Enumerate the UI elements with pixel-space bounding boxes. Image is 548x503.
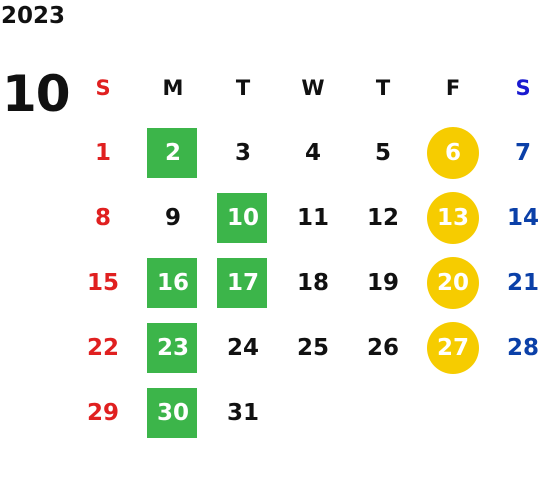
calendar-day[interactable]: 28: [488, 315, 548, 380]
day-number: 13: [436, 204, 469, 231]
day-number: 28: [506, 334, 539, 361]
calendar-day[interactable]: 31: [208, 380, 278, 445]
day-number: 5: [374, 139, 391, 166]
day-number: 2: [164, 139, 181, 166]
calendar-day[interactable]: 9: [138, 185, 208, 250]
weekday-header-sun: S: [68, 55, 138, 120]
day-number: 22: [86, 334, 119, 361]
calendar-day[interactable]: 24: [208, 315, 278, 380]
day-number: 30: [156, 399, 189, 426]
calendar-day[interactable]: 17: [208, 250, 278, 315]
day-number: 12: [366, 204, 399, 231]
calendar-day[interactable]: 21: [488, 250, 548, 315]
weekday-header-wed: W: [278, 55, 348, 120]
calendar-day[interactable]: 22: [68, 315, 138, 380]
day-number: 10: [226, 204, 259, 231]
calendar-day[interactable]: 3: [208, 120, 278, 185]
calendar-day[interactable]: 2: [138, 120, 208, 185]
calendar-day[interactable]: 5: [348, 120, 418, 185]
calendar-day[interactable]: 15: [68, 250, 138, 315]
day-number: 20: [436, 269, 469, 296]
day-number: 1: [94, 139, 111, 166]
calendar-day[interactable]: 27: [418, 315, 488, 380]
calendar-day[interactable]: 13: [418, 185, 488, 250]
weekday-header-tue: T: [208, 55, 278, 120]
calendar-day[interactable]: 20: [418, 250, 488, 315]
weekday-header-fri: F: [418, 55, 488, 120]
day-number: 23: [156, 334, 189, 361]
day-number: 21: [506, 269, 539, 296]
calendar-day[interactable]: 8: [68, 185, 138, 250]
calendar-year: 2023: [1, 3, 66, 29]
weekday-label: T: [235, 75, 251, 100]
day-number: 7: [514, 139, 531, 166]
day-number: 17: [226, 269, 259, 296]
day-number: 27: [436, 334, 469, 361]
day-number: 16: [156, 269, 189, 296]
day-number: 3: [234, 139, 251, 166]
day-number: 8: [94, 204, 111, 231]
calendar-day[interactable]: 18: [278, 250, 348, 315]
weekday-label: S: [95, 75, 111, 100]
weekday-label: M: [162, 75, 184, 100]
calendar-empty-cell: [278, 380, 348, 445]
calendar-day[interactable]: 30: [138, 380, 208, 445]
day-number: 19: [366, 269, 399, 296]
day-number: 9: [164, 204, 181, 231]
day-number: 4: [304, 139, 321, 166]
calendar-day[interactable]: 14: [488, 185, 548, 250]
day-number: 31: [226, 399, 259, 426]
calendar-month: 10: [2, 65, 71, 123]
weekday-label: F: [445, 75, 461, 100]
weekday-label: S: [515, 75, 531, 100]
calendar-day[interactable]: 4: [278, 120, 348, 185]
calendar-day[interactable]: 7: [488, 120, 548, 185]
day-number: 29: [86, 399, 119, 426]
calendar-day[interactable]: 6: [418, 120, 488, 185]
calendar-day[interactable]: 25: [278, 315, 348, 380]
calendar-empty-cell: [418, 380, 488, 445]
day-number: 18: [296, 269, 329, 296]
calendar-day[interactable]: 26: [348, 315, 418, 380]
day-number: 11: [296, 204, 329, 231]
weekday-label: W: [301, 75, 325, 100]
day-number: 15: [86, 269, 119, 296]
weekday-label: T: [375, 75, 391, 100]
calendar-day[interactable]: 23: [138, 315, 208, 380]
calendar-day[interactable]: 1: [68, 120, 138, 185]
calendar-empty-cell: [348, 380, 418, 445]
calendar-day[interactable]: 11: [278, 185, 348, 250]
day-number: 6: [444, 139, 461, 166]
calendar-day[interactable]: 29: [68, 380, 138, 445]
calendar-day[interactable]: 19: [348, 250, 418, 315]
calendar-empty-cell: [488, 380, 548, 445]
weekday-header-mon: M: [138, 55, 208, 120]
weekday-header-sat: S: [488, 55, 548, 120]
weekday-header-thu: T: [348, 55, 418, 120]
day-number: 25: [296, 334, 329, 361]
day-number: 14: [506, 204, 539, 231]
day-number: 26: [366, 334, 399, 361]
calendar-day[interactable]: 16: [138, 250, 208, 315]
day-number: 24: [226, 334, 259, 361]
calendar-day[interactable]: 10: [208, 185, 278, 250]
calendar-day[interactable]: 12: [348, 185, 418, 250]
